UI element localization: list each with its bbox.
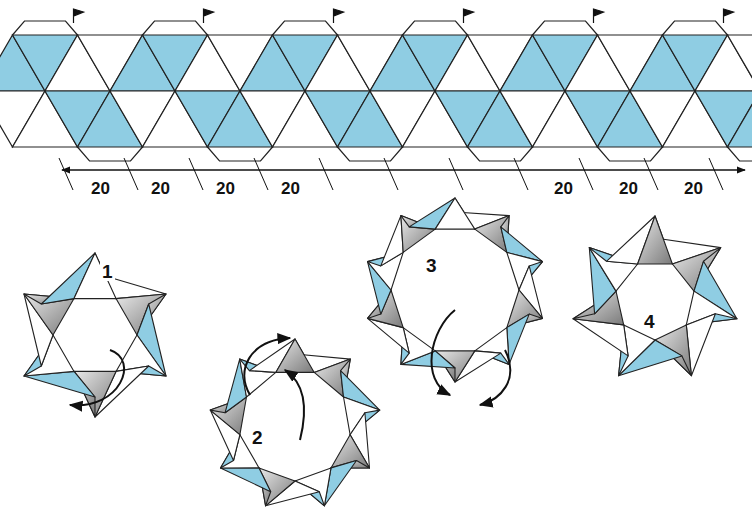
- callout-number: 4: [642, 312, 657, 331]
- dimension-label: 20: [683, 180, 704, 197]
- dimension-label: 20: [150, 180, 171, 197]
- callout-number: 1: [100, 262, 115, 281]
- assembly-steps: [24, 198, 737, 506]
- dimension-label: 20: [90, 180, 111, 197]
- callout-number: 2: [250, 428, 265, 447]
- net-strip: [0, 9, 752, 190]
- dimension-label: 20: [618, 180, 639, 197]
- dimension-label: 20: [553, 180, 574, 197]
- callout-number: 3: [424, 256, 439, 275]
- dimension-label: 20: [215, 180, 236, 197]
- dimension-label: 20: [280, 180, 301, 197]
